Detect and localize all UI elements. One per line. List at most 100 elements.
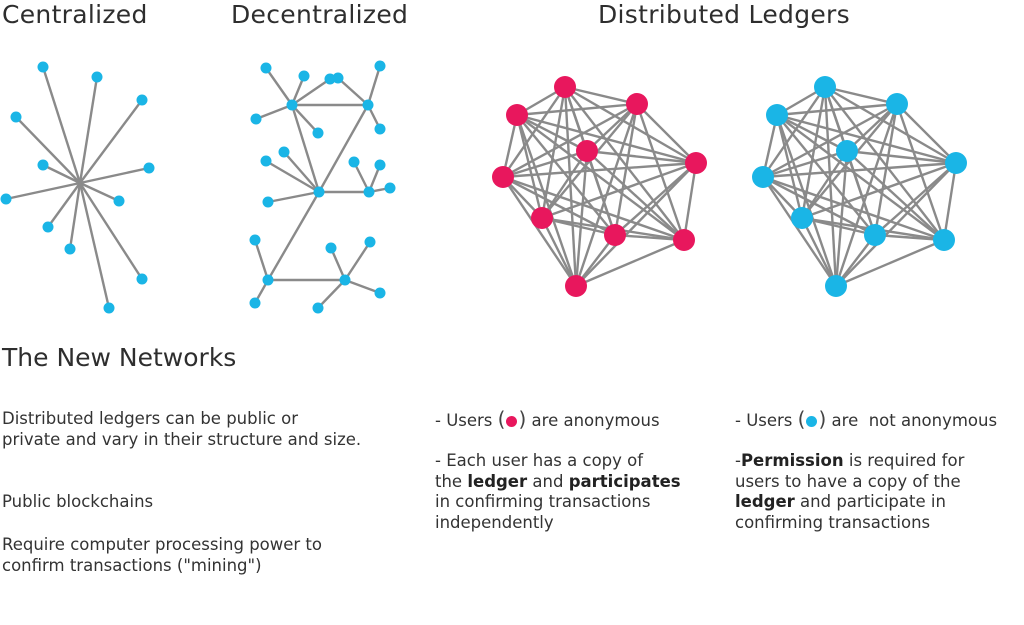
network-edge xyxy=(291,78,331,106)
ledger-edge xyxy=(942,162,958,241)
public-copy-and: and xyxy=(532,471,564,491)
ledger-node xyxy=(506,104,528,126)
public-node-legend-dot xyxy=(506,416,518,427)
ledger-node xyxy=(814,76,836,98)
network-edge xyxy=(79,181,120,203)
network-edge xyxy=(317,104,370,193)
hub-node xyxy=(262,274,274,286)
network-node xyxy=(37,61,49,73)
network-node xyxy=(42,221,54,233)
network-node xyxy=(250,113,262,125)
network-node xyxy=(374,123,386,135)
public-users-suffix: are anonymous xyxy=(531,411,660,430)
mining-line-1: Require computer processing power to xyxy=(2,535,323,554)
intro-text: Distributed ledgers can be public or pri… xyxy=(2,409,361,450)
network-node xyxy=(278,146,290,158)
network-node xyxy=(0,193,12,205)
ledger-edge xyxy=(502,161,697,179)
paren-open: ( xyxy=(797,407,806,431)
hub-node xyxy=(362,99,374,111)
public-copy-line-3: in confirming transactions xyxy=(435,492,651,511)
network-edge xyxy=(366,65,382,106)
network-edge xyxy=(337,77,369,106)
private-perm-rest: is required for xyxy=(848,451,965,470)
paren-close: ) xyxy=(518,407,527,431)
network-node xyxy=(298,70,310,82)
network-edge xyxy=(79,166,150,185)
public-copy-line-1: - Each user has a copy of xyxy=(435,451,644,470)
ledger-edge xyxy=(541,150,588,219)
ledger-edge xyxy=(845,150,877,236)
ledger-edge xyxy=(502,175,685,242)
ledger-edge xyxy=(801,161,957,220)
ledger-edge xyxy=(846,150,945,241)
network-node xyxy=(348,156,360,168)
network-node xyxy=(260,62,272,74)
network-edge xyxy=(265,67,293,106)
ledger-edge xyxy=(776,113,957,165)
network-node xyxy=(143,162,155,174)
network-edge xyxy=(47,182,81,228)
ledger-node xyxy=(752,166,774,188)
ledger-edge xyxy=(502,176,577,287)
private-permission-note: -Permission is required for users to hav… xyxy=(735,451,964,533)
ledger-edge xyxy=(776,113,848,153)
network-node xyxy=(10,111,22,123)
public-users-prefix: - Users xyxy=(435,411,493,430)
ledger-edge xyxy=(776,114,945,241)
public-copy-note: - Each user has a copy of the ledger and… xyxy=(435,451,681,533)
ledger-edge xyxy=(762,176,837,287)
hub-node xyxy=(313,186,325,198)
ledger-edge xyxy=(776,102,898,117)
mining-text: Require computer processing power to con… xyxy=(2,535,322,576)
ledger-node xyxy=(864,224,886,246)
network-node xyxy=(374,287,386,299)
network-node xyxy=(136,94,148,106)
private-users-note: - Users () are not anonymous xyxy=(735,409,997,432)
ledger-edge xyxy=(516,114,685,241)
network-edge xyxy=(15,116,81,184)
ledger-node xyxy=(685,152,707,174)
ledger-edge xyxy=(762,149,848,179)
ledger-edge xyxy=(896,103,957,164)
centralized-network xyxy=(0,61,155,314)
ledger-edge xyxy=(613,103,639,236)
network-node xyxy=(37,159,49,171)
network-node xyxy=(103,302,115,314)
ledger-edge xyxy=(873,103,899,236)
public-copy-participates: participates xyxy=(568,471,681,491)
network-edge xyxy=(291,104,319,134)
network-edge xyxy=(68,182,82,250)
intro-line-1: Distributed ledgers can be public or xyxy=(2,409,298,428)
network-edge xyxy=(343,241,372,281)
ledger-node xyxy=(766,104,788,126)
network-node xyxy=(325,242,337,254)
network-node xyxy=(312,127,324,139)
ledger-node xyxy=(825,275,847,297)
ledger-edge xyxy=(635,103,686,241)
ledger-node xyxy=(576,140,598,162)
ledger-edge xyxy=(502,102,638,179)
ledger-node xyxy=(836,140,858,162)
network-node xyxy=(374,60,386,72)
ledger-edge xyxy=(541,161,697,220)
ledger-edge xyxy=(762,175,945,242)
ledger-edge xyxy=(775,114,804,219)
private-perm-word: Permission xyxy=(740,451,844,470)
ledger-edge xyxy=(835,238,945,288)
ledger-edge xyxy=(762,102,898,179)
network-node xyxy=(262,196,274,208)
ledger-edge xyxy=(682,162,698,241)
network-node xyxy=(260,155,272,167)
ledger-edge xyxy=(515,114,544,219)
network-edge xyxy=(344,278,381,295)
network-edge xyxy=(253,239,270,281)
ledger-node xyxy=(604,224,626,246)
network-edge xyxy=(283,151,320,193)
network-edge xyxy=(41,66,82,184)
ledger-edge xyxy=(846,103,898,152)
hub-node xyxy=(363,186,375,198)
ledger-edge xyxy=(502,149,588,179)
network-node xyxy=(384,182,396,194)
network-edge xyxy=(79,99,143,184)
